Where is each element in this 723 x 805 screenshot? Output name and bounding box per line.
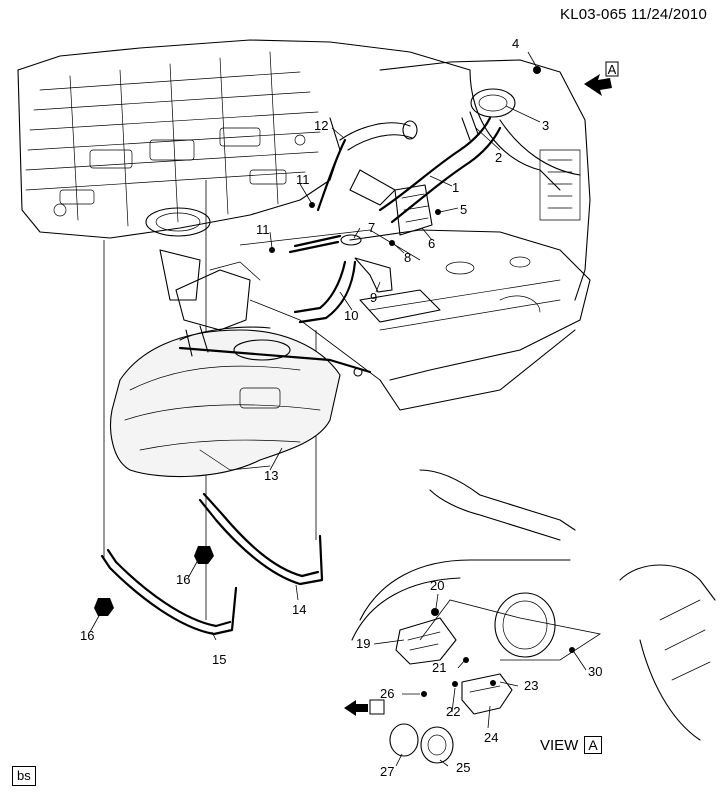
- callout-1: 1: [452, 180, 459, 195]
- fuel-door-assembly: [351, 469, 716, 764]
- view-direction-arrow: [584, 74, 612, 96]
- document-id: KL03-065 11/24/2010: [560, 6, 707, 23]
- callout-24: 24: [484, 730, 498, 745]
- hoses-and-brackets: [269, 66, 541, 324]
- callout-15: 15: [212, 652, 226, 667]
- callout-7: 7: [368, 220, 375, 235]
- left-direction-arrow: [344, 700, 368, 716]
- callout-14: 14: [292, 602, 306, 617]
- callout-6: 6: [428, 236, 435, 251]
- callout-22: 22: [446, 704, 460, 719]
- callout-26: 26: [380, 686, 394, 701]
- callout-11-upper: 11: [296, 172, 310, 187]
- fuel-tank: [110, 325, 372, 478]
- view-a-label: VIEW A: [540, 736, 602, 754]
- callout-leaders: [89, 51, 587, 767]
- footer-tag: bs: [12, 766, 36, 786]
- callout-21: 21: [432, 660, 446, 675]
- callout-5: 5: [460, 202, 467, 217]
- callout-labels: 1 2 3 4 5 6 7 8 9 10 11 11 12 13 14 15 1…: [80, 36, 602, 779]
- fuel-tank-straps: [100, 492, 324, 636]
- callout-4: 4: [512, 36, 519, 51]
- callout-16-right: 16: [176, 572, 190, 587]
- rear-quarter-structure: [349, 59, 591, 411]
- callout-9: 9: [370, 290, 377, 305]
- view-label-text: VIEW: [540, 737, 579, 754]
- callout-13: 13: [264, 468, 278, 483]
- callout-10: 10: [344, 308, 358, 323]
- view-a-tag-box: [605, 61, 619, 77]
- callout-11-lower: 11: [256, 222, 270, 237]
- underbody-floor-pan: [17, 39, 471, 331]
- left-arrow-tag-box: [369, 699, 385, 715]
- callout-23: 23: [524, 678, 538, 693]
- strap-nuts: [94, 546, 214, 616]
- callout-12: 12: [314, 118, 328, 133]
- callout-25: 25: [456, 760, 470, 775]
- callout-27: 27: [380, 764, 394, 779]
- callout-8: 8: [404, 250, 411, 265]
- view-letter-box: A: [584, 736, 602, 754]
- callout-19: 19: [356, 636, 370, 651]
- callout-16-left: 16: [80, 628, 94, 643]
- view-a-tag-letter: A: [608, 62, 617, 77]
- callout-2: 2: [495, 150, 502, 165]
- callout-20: 20: [430, 578, 444, 593]
- callout-30: 30: [588, 664, 602, 679]
- fuel-filler-pipe: [316, 88, 516, 224]
- callout-3: 3: [542, 118, 549, 133]
